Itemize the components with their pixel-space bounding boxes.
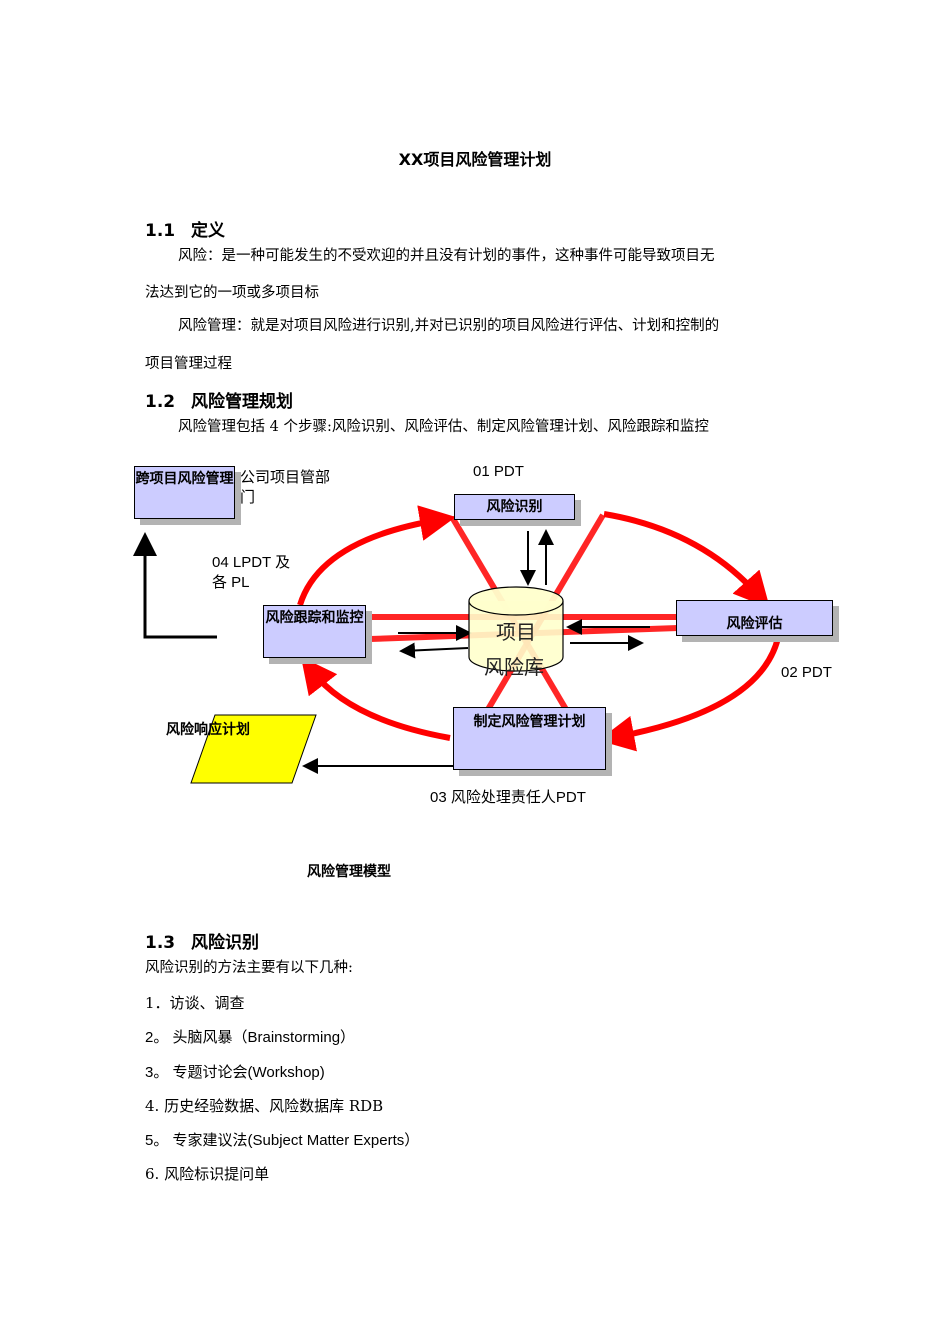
planning-paragraph: 风险管理包括 4 个步骤:风险识别、风险评估、制定风险管理计划、风险跟踪和监控 — [178, 419, 709, 435]
section-heading-1-2: 1.2 风险管理规划 — [145, 387, 293, 412]
definition-risk-line2: 法达到它的一项或多项目标 — [145, 285, 319, 301]
risk-database-cylinder — [468, 586, 564, 672]
pdt-02-label: 02 PDT — [781, 664, 832, 681]
section-title: 风险管理规划 — [191, 392, 293, 412]
arc-assess-to-plan — [598, 637, 781, 752]
cylinder-label-line2: 风险库 — [484, 655, 544, 679]
method-item-3: 3。 专题讨论会(Workshop) — [145, 1064, 325, 1081]
method-item-6: 6. 风险标识提问单 — [145, 1165, 270, 1183]
section-title: 风险识别 — [191, 933, 259, 953]
definition-rm-line1: 风险管理：就是对项目风险进行识别,并对已识别的项目风险进行评估、计划和控制的 — [178, 318, 720, 334]
diagram-caption: 风险管理模型 — [307, 864, 391, 880]
response-plan-label: 风险响应计划 — [166, 722, 250, 738]
section-number: 1.1 — [145, 221, 176, 241]
risk-assessment-box: 风险评估 — [676, 600, 833, 636]
cross-project-risk-box: 跨项目风险管理 — [134, 466, 235, 519]
arc-plan-to-track — [300, 656, 451, 741]
arrow-track-out — [399, 642, 469, 659]
definition-risk-line1: 风险：是一种可能发生的不受欢迎的并且没有计划的事件，这种事件可能导致项目无 — [178, 248, 715, 264]
arc-track-to-identify — [297, 505, 456, 606]
method-item-4: 4. 历史经验数据、风险数据库 RDB — [145, 1097, 384, 1115]
arc-identify-to-assess — [603, 511, 770, 609]
document-title: XX项目风险管理计划 — [398, 150, 552, 169]
section-heading-1-1: 1.1 定义 — [145, 216, 225, 241]
method-item-1: 1．访谈、调查 — [145, 994, 245, 1012]
company-pm-dept-label: 公司项目管部门 — [240, 468, 331, 506]
cylinder-label-line1: 项目 — [496, 620, 536, 644]
pdt-03-label: 03 风险处理责任人PDT — [430, 789, 586, 806]
pdt-01-label: 01 PDT — [473, 463, 524, 480]
arrow-track-to-cross — [133, 532, 217, 639]
lpdt-04-label-line1: 04 LPDT 及 — [212, 554, 291, 571]
risk-plan-box: 制定风险管理计划 — [453, 707, 606, 770]
lpdt-04-label-line2: 各 PL — [212, 574, 250, 591]
identification-intro: 风险识别的方法主要有以下几种: — [145, 960, 353, 976]
diagram-arrows — [133, 505, 781, 784]
section-number: 1.3 — [145, 933, 176, 953]
response-plan-shape — [190, 714, 317, 784]
section-title: 定义 — [191, 221, 225, 241]
risk-identification-box: 风险识别 — [454, 494, 575, 520]
risk-tracking-box: 风险跟踪和监控 — [263, 605, 366, 658]
risk-management-diagram: 跨项目风险管理 公司项目管部门 01 PDT 风险识别 04 LPDT 及 各 … — [133, 463, 833, 880]
section-heading-1-3: 1.3 风险识别 — [145, 928, 259, 953]
definition-rm-line2: 项目管理过程 — [145, 356, 232, 372]
method-item-5: 5。 专家建议法(Subject Matter Experts） — [145, 1132, 420, 1149]
section-number: 1.2 — [145, 392, 176, 412]
method-item-2: 2。 头脑风暴（Brainstorming） — [145, 1029, 356, 1046]
